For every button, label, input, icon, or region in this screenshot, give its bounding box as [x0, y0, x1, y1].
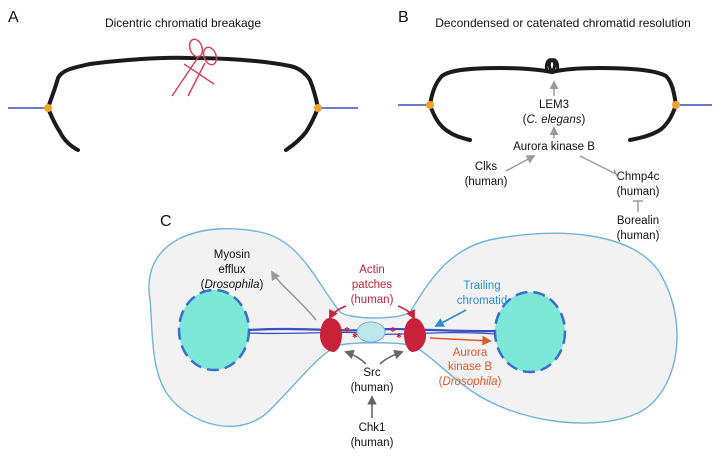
svg-text:✱: ✱ — [396, 332, 402, 340]
actin-label-1: Actin — [359, 264, 385, 276]
chmp4c-label: Chmp4c — [617, 171, 660, 183]
panel-a-letter: A — [8, 9, 19, 26]
arrow-myosin-efflux — [270, 270, 317, 321]
chromatid-tail-left-b — [428, 103, 472, 142]
chromatid-arc-a — [46, 55, 320, 110]
chromatid-tail-right-b — [628, 103, 678, 142]
aurora-c-label-2: kinase B — [448, 361, 492, 373]
lem3-label: LEM3 — [539, 99, 569, 111]
myosin-label-2: efflux — [218, 264, 246, 276]
actin-patch-right — [404, 318, 426, 352]
aurora-c-species: (Drosophila) — [439, 376, 502, 388]
panel-c-letter: C — [160, 213, 172, 230]
centromere-right-a — [314, 104, 322, 112]
nucleus-left — [177, 288, 251, 372]
panel-c: C ✱ ✱ ✱ ✱ Myosin efflux (Drosophila) Act… — [148, 213, 678, 449]
panel-a: A Dicentric chromatid breakage — [8, 9, 358, 152]
chromatid-tail-right-a — [284, 106, 320, 152]
panel-a-title: Dicentric chromatid breakage — [105, 16, 261, 30]
actin-label-2: patches — [352, 279, 393, 291]
arrow-aurora-c — [429, 335, 492, 346]
aurora-c-label-1: Aurora — [453, 347, 488, 359]
svg-text:✱: ✱ — [390, 326, 396, 334]
catenation-knot — [544, 58, 560, 75]
actin-patch-left — [320, 318, 342, 352]
arrow-clks-to-aurora — [505, 155, 536, 172]
arrow-src-right — [379, 349, 404, 365]
actin-species: (human) — [351, 294, 394, 306]
chmp4c-species: (human) — [617, 186, 660, 198]
scissors-icon — [171, 38, 218, 97]
clks-label: Clks — [475, 161, 498, 173]
trailing-label-1: Trailing — [463, 280, 500, 292]
lem3-species: (C. elegans) — [523, 114, 586, 126]
svg-text:✱: ✱ — [352, 332, 358, 340]
bridge-bulge — [356, 321, 386, 343]
myosin-label-1: Myosin — [214, 249, 250, 261]
arrow-actin-right — [397, 305, 415, 320]
clks-species: (human) — [465, 176, 508, 188]
actin-dots: ✱ ✱ ✱ ✱ — [344, 326, 402, 340]
chromatid-tail-left-a — [46, 106, 80, 152]
centromere-left-b — [426, 101, 434, 109]
centromere-right-b — [672, 101, 680, 109]
aurora-b-label: Aurora kinase B — [513, 141, 595, 153]
centromere-left-a — [44, 104, 52, 112]
arrow-trailing — [434, 309, 467, 327]
myosin-species: (Drosophila) — [201, 279, 264, 291]
chk1-species: (human) — [351, 437, 394, 449]
inhibit-bar-chmp4c — [613, 169, 619, 179]
panel-b-letter: B — [398, 9, 409, 26]
src-label: Src — [363, 367, 381, 379]
svg-text:✱: ✱ — [344, 326, 350, 334]
arrow-actin-left — [329, 305, 347, 320]
panel-b-title: Decondensed or catenated chromatid resol… — [435, 16, 691, 30]
trailing-label-2: chromatid — [457, 295, 508, 307]
arrow-src-left — [344, 349, 367, 365]
chk1-label: Chk1 — [359, 422, 386, 434]
src-species: (human) — [351, 382, 394, 394]
borealin-species: (human) — [617, 230, 660, 242]
panel-b: B Decondensed or catenated chromatid res… — [398, 9, 712, 242]
borealin-label: Borealin — [617, 215, 659, 227]
inhibit-chmp4c-aurora — [579, 155, 617, 175]
